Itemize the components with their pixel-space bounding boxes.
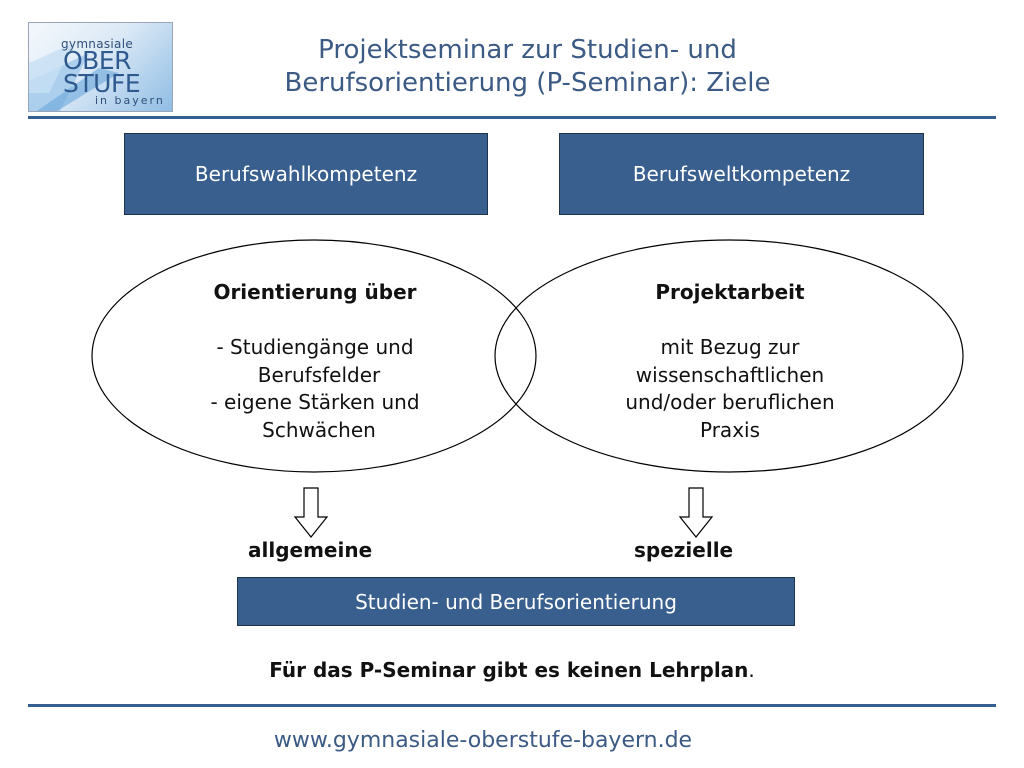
- footer-divider: [28, 704, 996, 707]
- header-divider: [28, 116, 996, 119]
- ellipse-left-heading: Orientierung über: [213, 280, 417, 304]
- studien-berufsorientierung-label: Studien- und Berufsorientierung: [355, 589, 677, 614]
- label-allgemeine: allgemeine: [248, 538, 373, 562]
- berufsweltkompetenz-box: Berufsweltkompetenz: [559, 133, 924, 215]
- ellipse-left-item-2: - eigene Stärken und: [210, 390, 420, 414]
- ellipse-right-line-4: Praxis: [700, 417, 760, 442]
- berufsweltkompetenz-label: Berufsweltkompetenz: [632, 162, 851, 186]
- label-spezielle: spezielle: [634, 538, 734, 562]
- page-title-line-1: Projektseminar zur Studien- und: [318, 35, 737, 65]
- ellipse-left-item-1: - Studiengänge und: [216, 335, 414, 359]
- ellipse-right-line-3: und/oder beruflichen: [625, 390, 835, 414]
- footer: www.gymnasiale-oberstufe-bayern.de: [0, 728, 1024, 753]
- lehrplan-note-text: Für das P-Seminar gibt es keinen Lehrpla…: [269, 658, 749, 682]
- down-arrow-icon-left: [293, 487, 329, 538]
- ellipse-left-item-1-cont: Berufsfelder: [257, 362, 381, 387]
- berufswahlkompetenz-label: Berufswahlkompetenz: [194, 162, 418, 186]
- down-arrow-icon-right: [678, 487, 714, 538]
- lehrplan-note-period: .: [748, 658, 755, 682]
- ellipse-right-line-2: wissenschaftlichen: [635, 362, 825, 387]
- ellipse-right: [494, 239, 964, 473]
- logo-swoosh-icon: [29, 43, 119, 111]
- ellipse-left-text: Orientierung über - Studiengänge und Ber…: [170, 279, 460, 444]
- footer-url[interactable]: www.gymnasiale-oberstufe-bayern.de: [273, 728, 693, 753]
- page-title-line-2: Berufsorientierung (P-Seminar): Ziele: [284, 68, 771, 98]
- ellipse-left: [91, 239, 537, 473]
- studien-berufsorientierung-box: Studien- und Berufsorientierung: [237, 577, 795, 626]
- ellipse-right-line-1: mit Bezug zur: [660, 335, 800, 359]
- ellipse-left-item-2-cont: Schwächen: [262, 417, 376, 442]
- logo-text-ober: OBER: [63, 46, 132, 75]
- page-title: Projektseminar zur Studien- und Berufsor…: [185, 34, 870, 100]
- lehrplan-note: Für das P-Seminar gibt es keinen Lehrpla…: [0, 658, 1024, 682]
- ellipse-right-heading: Projektarbeit: [655, 280, 805, 304]
- berufswahlkompetenz-box: Berufswahlkompetenz: [124, 133, 488, 215]
- logo-text-stufe: STUFE: [63, 69, 141, 98]
- ellipse-right-text: Projektarbeit mit Bezug zur wissenschaft…: [590, 279, 870, 444]
- logo-text-gymnasiale: gymnasiale: [61, 37, 134, 51]
- logo-text-in-bayern: in bayern: [95, 94, 165, 107]
- logo: gymnasiale OBER STUFE in bayern: [28, 22, 173, 112]
